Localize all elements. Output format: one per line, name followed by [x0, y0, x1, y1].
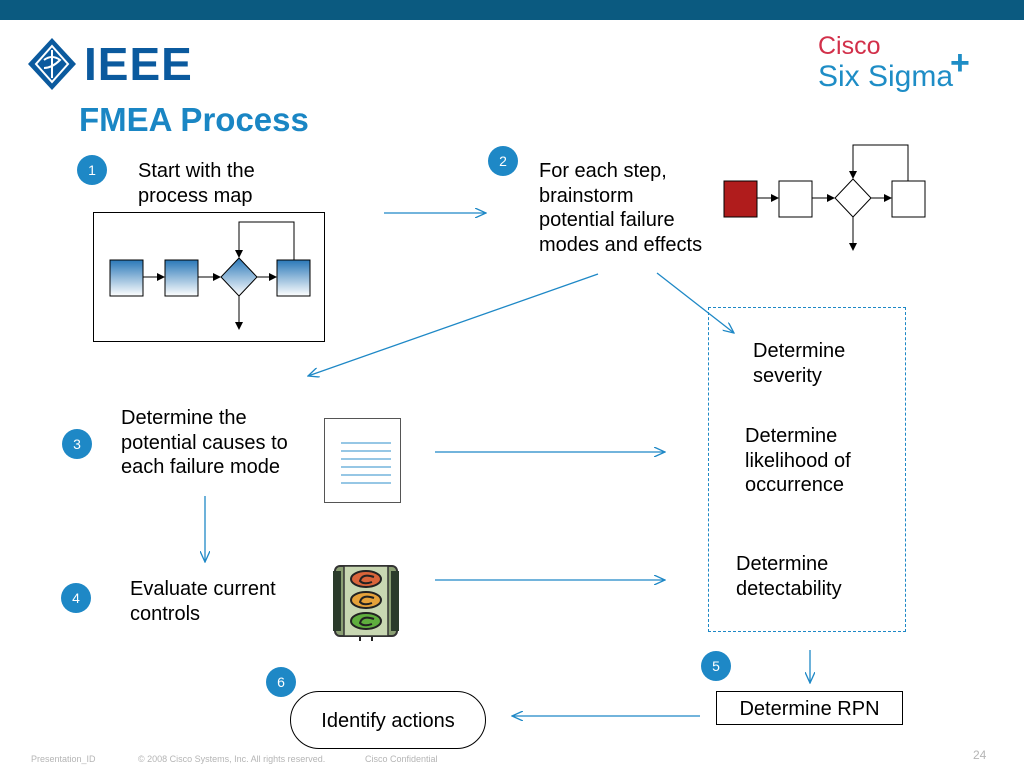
determine-group — [708, 307, 906, 632]
determine-occurrence-line: occurrence — [745, 474, 844, 496]
step-3-badge: 3 — [62, 429, 92, 459]
determine-occurrence-line: likelihood of — [745, 449, 851, 472]
step-4-line: Evaluate current — [130, 578, 276, 600]
ieee-logo: IEEE — [26, 36, 202, 94]
top-bar — [0, 0, 1024, 20]
footer-presentation-id: Presentation_ID — [31, 754, 96, 764]
step-2-line: modes and effects — [539, 233, 703, 256]
step-3-line: potential causes to — [121, 431, 288, 454]
traffic-light-icon — [333, 565, 399, 641]
determine-detectability: Determine detectability — [736, 552, 842, 601]
step-3-line: Determine the — [121, 407, 247, 429]
determine-occurrence-line: Determine — [745, 425, 838, 447]
step-1-badge: 1 — [77, 155, 107, 185]
determine-severity: Determine severity — [753, 339, 845, 388]
process-map-icon — [93, 212, 325, 342]
step-1-line: process map — [138, 184, 253, 207]
footer-copyright: © 2008 Cisco Systems, Inc. All rights re… — [138, 754, 326, 764]
step-2-text: For each step, brainstorm potential fail… — [539, 159, 702, 257]
document-icon — [324, 418, 401, 503]
determine-detectability-line: Determine — [736, 553, 829, 575]
determine-occurrence: Determine likelihood of occurrence — [745, 424, 851, 498]
page-title: FMEA Process — [79, 101, 309, 138]
ieee-wordmark: IEEE — [84, 38, 193, 90]
determine-severity-line: severity — [753, 364, 822, 387]
step-6-badge: 6 — [266, 667, 296, 697]
step-4-text: Evaluate current controls — [130, 577, 276, 626]
cisco-logo-line2: Six Sigma — [818, 60, 954, 93]
page-number: 24 — [973, 748, 987, 762]
determine-severity-line: Determine — [753, 340, 846, 362]
determine-detectability-line: detectability — [736, 577, 842, 600]
cisco-logo-line1: Cisco — [818, 32, 881, 60]
step-1-line: Start with the — [138, 160, 255, 182]
determine-rpn-box: Determine RPN — [716, 691, 903, 725]
arrow-step2-to-group — [656, 272, 734, 333]
step-4-badge: 4 — [61, 583, 91, 613]
step-1-text: Start with the process map — [138, 159, 255, 208]
step-2-badge: 2 — [488, 146, 518, 176]
failure-process-icon — [723, 144, 926, 251]
step-2-line: potential failure — [539, 209, 675, 231]
step-5-badge: 5 — [701, 651, 731, 681]
footer-confidential: Cisco Confidential — [365, 754, 438, 764]
identify-actions-box: Identify actions — [290, 691, 486, 749]
step-3-text: Determine the potential causes to each f… — [121, 406, 288, 480]
ieee-diamond-icon — [28, 38, 76, 90]
cisco-six-sigma-logo: Cisco Six Sigma + — [818, 30, 988, 100]
step-4-line: controls — [130, 602, 201, 625]
step-2-line: brainstorm — [539, 184, 634, 207]
cisco-logo-plus: + — [950, 44, 970, 82]
step-2-line: For each step, — [539, 160, 667, 182]
arrow-step2-to-step3 — [308, 273, 599, 376]
step-3-line: each failure mode — [121, 456, 280, 478]
